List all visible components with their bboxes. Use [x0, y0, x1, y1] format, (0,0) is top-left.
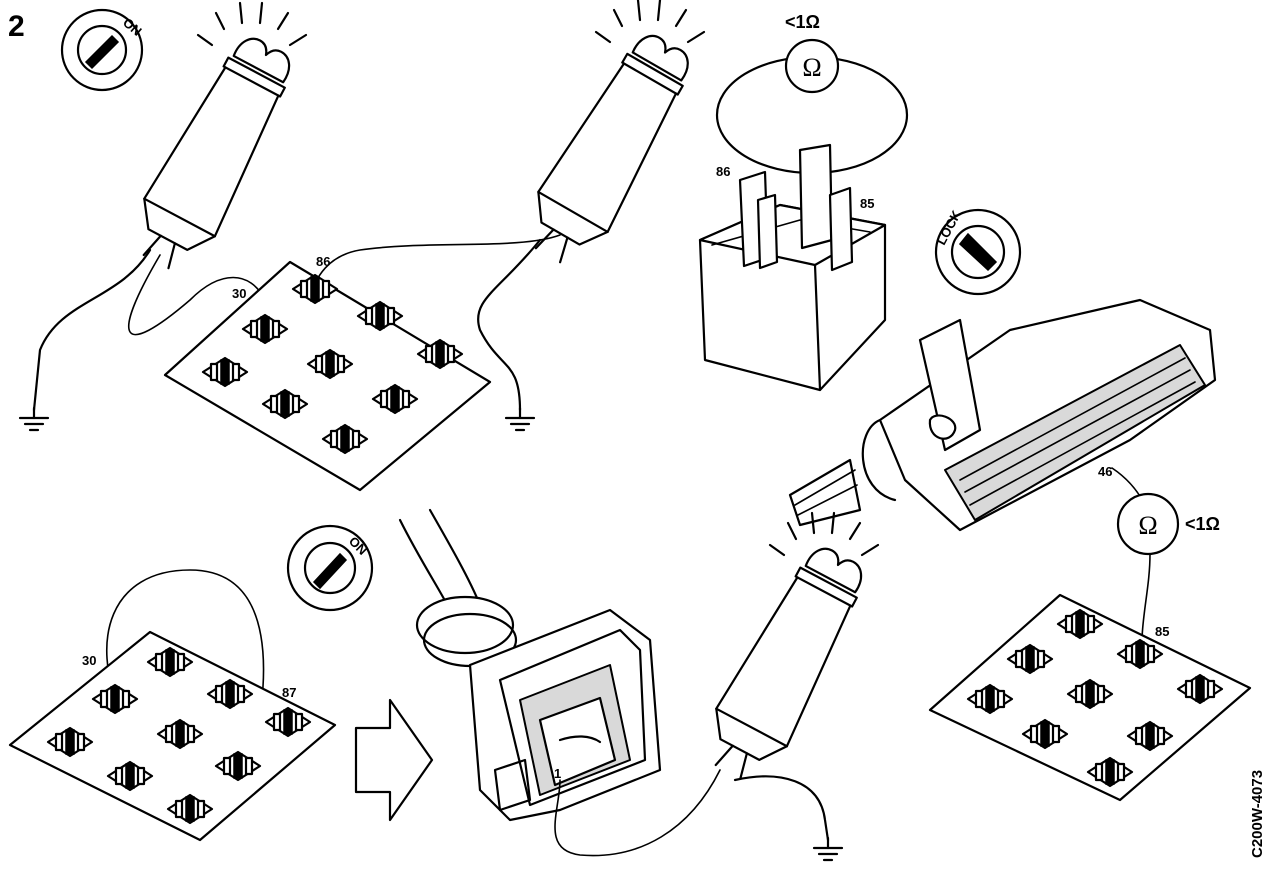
ignition-switch-on-icon: ON	[60, 8, 145, 92]
ignition-switch-on-icon: ON	[286, 524, 374, 612]
test-lamp-icon	[691, 511, 880, 792]
relay-resistance-reading: <1Ω	[785, 12, 820, 32]
relay-resistance-test: <1Ω Ω 86 85	[698, 12, 909, 392]
ohmmeter-icon: Ω	[1138, 511, 1157, 540]
ground-symbol-icon	[18, 406, 50, 432]
switch-label-lock: LOCK	[933, 207, 964, 247]
test-lamp-icon	[119, 1, 308, 282]
relay-terminal-85: 85	[860, 196, 874, 211]
switch-label-on: ON	[120, 15, 145, 39]
terminal-label-30: 30	[82, 653, 96, 668]
figure-code: C200W-4073	[1249, 770, 1266, 858]
connector-pin-46: 46	[1098, 464, 1112, 479]
relay-terminal-86: 86	[716, 164, 730, 179]
terminal-label-87: 87	[282, 685, 296, 700]
switch-label-on-middle: ON	[346, 534, 370, 558]
relay-socket-top: 30 86	[163, 254, 492, 492]
harness-plug-connector: 1	[398, 508, 662, 822]
ignition-switch-lock-icon: LOCK	[933, 207, 1022, 296]
relay-socket-bottom-right: 85	[928, 593, 1252, 802]
terminal-label-86: 86	[316, 254, 330, 269]
connector-resistance-reading: <1Ω	[1185, 514, 1220, 534]
figure-number: 2	[8, 10, 25, 43]
test-lamp-icon	[512, 0, 706, 277]
ground-symbol-icon	[812, 836, 844, 862]
terminal-label-30: 30	[232, 286, 246, 301]
plug-pin-1: 1	[554, 766, 561, 781]
ground-symbol-icon	[504, 406, 536, 432]
arrow-right-icon	[354, 698, 434, 822]
terminal-label-85: 85	[1155, 624, 1169, 639]
control-module-connector: 46	[788, 298, 1217, 532]
relay-socket-bottom-left: 30 87	[8, 569, 337, 842]
ohmmeter-icon: Ω	[802, 53, 821, 82]
